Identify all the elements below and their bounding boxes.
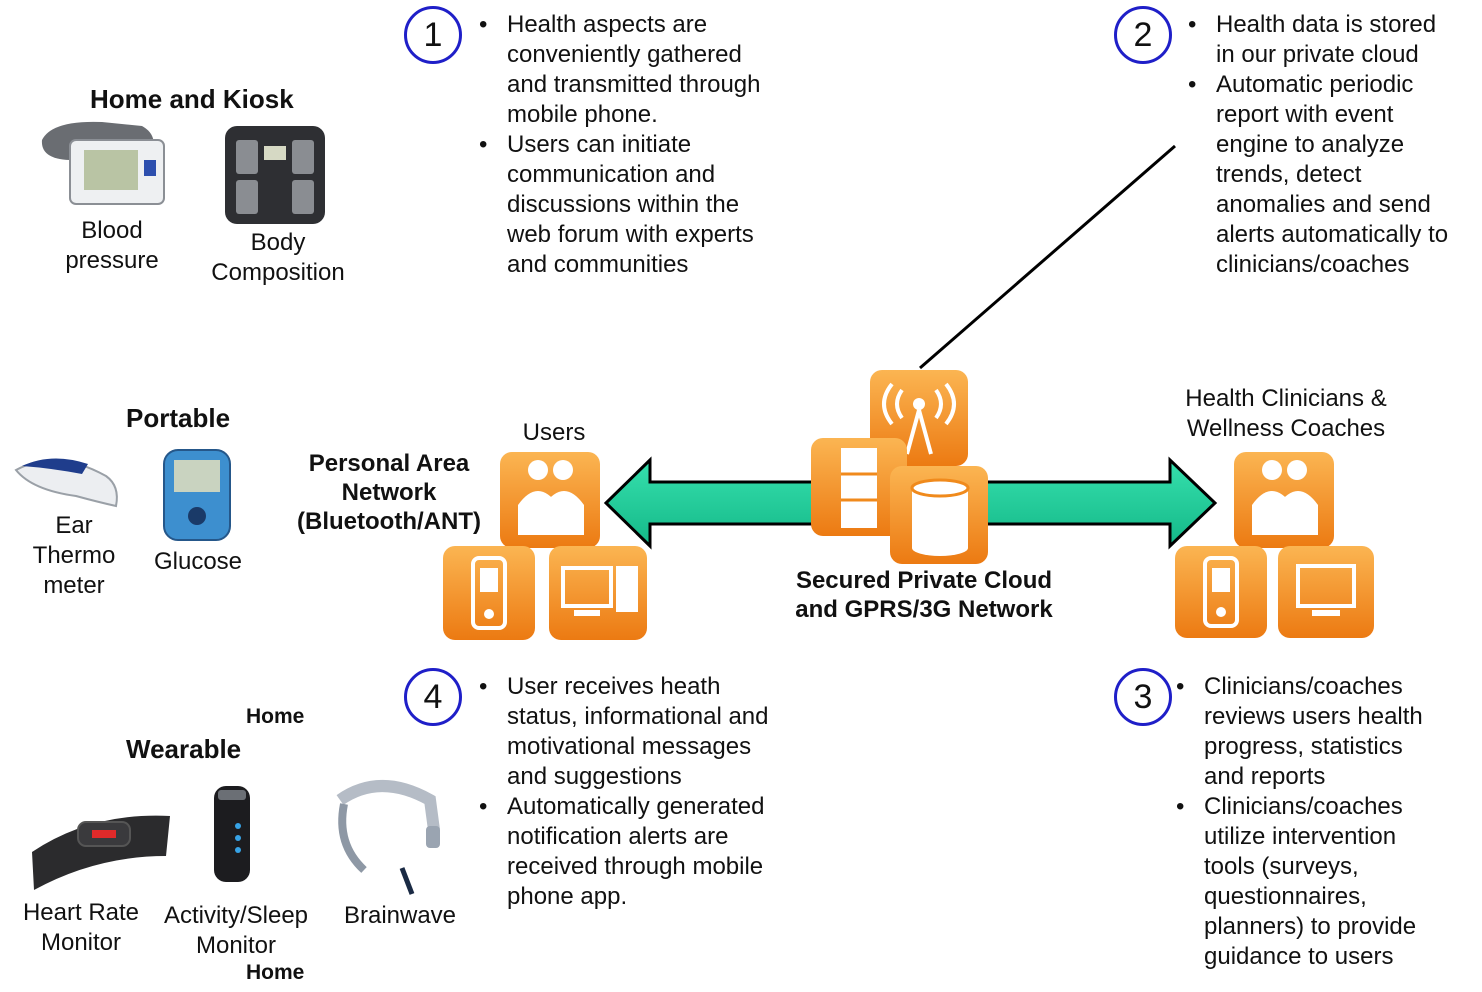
step-1-badge: 1: [404, 6, 462, 64]
device-label-activity-sleep: Activity/Sleep Monitor: [163, 902, 309, 959]
wearable-title: Wearable: [126, 734, 242, 764]
activity-tracker-icon: [214, 786, 250, 882]
device-label-blood-pressure: Blood pressure: [65, 217, 159, 274]
connector-line: [919, 144, 1176, 370]
personal-area-network-label: Personal Area Network (Bluetooth/ANT): [297, 450, 481, 535]
clinicians-label: Health Clinicians & Wellness Coaches: [1185, 385, 1387, 442]
glucose-meter-icon: [163, 449, 231, 541]
cloud-label: Secured Private Cloud and GPRS/3G Networ…: [795, 567, 1053, 623]
step-3-badge: 3: [1114, 668, 1172, 726]
blood-pressure-monitor-icon: [41, 121, 165, 205]
home-kiosk-title: Home and Kiosk: [90, 84, 294, 114]
users-computer-icon: [549, 546, 647, 640]
device-label-ear-thermometer: Ear Thermo meter: [32, 512, 116, 599]
home-tag-top: Home: [246, 705, 305, 728]
clinicians-mobile-phone-icon: [1175, 546, 1267, 638]
clinicians-computer-icon: [1278, 546, 1374, 638]
step-2-badge: 2: [1114, 6, 1172, 64]
home-tag-bottom: Home: [246, 961, 305, 984]
users-label: Users: [522, 419, 586, 446]
users-people-icon: [500, 452, 600, 548]
users-mobile-phone-icon: [443, 546, 535, 640]
device-label-glucose: Glucose: [153, 548, 243, 575]
device-label-body-composition: Body Composition: [211, 229, 345, 286]
eeg-headset-icon: [336, 780, 440, 895]
heart-rate-strap-icon: [32, 815, 170, 890]
device-label-heart-rate: Heart Rate Monitor: [22, 899, 140, 956]
database-icon: [890, 466, 988, 564]
device-label-brainwave: Brainwave: [343, 902, 457, 929]
step-4-badge: 4: [404, 668, 462, 726]
portable-title: Portable: [126, 403, 231, 433]
ear-thermometer-icon: [14, 458, 118, 508]
clinicians-people-icon: [1234, 452, 1334, 548]
body-composition-scale-icon: [225, 126, 325, 224]
server-icon: [811, 438, 907, 536]
